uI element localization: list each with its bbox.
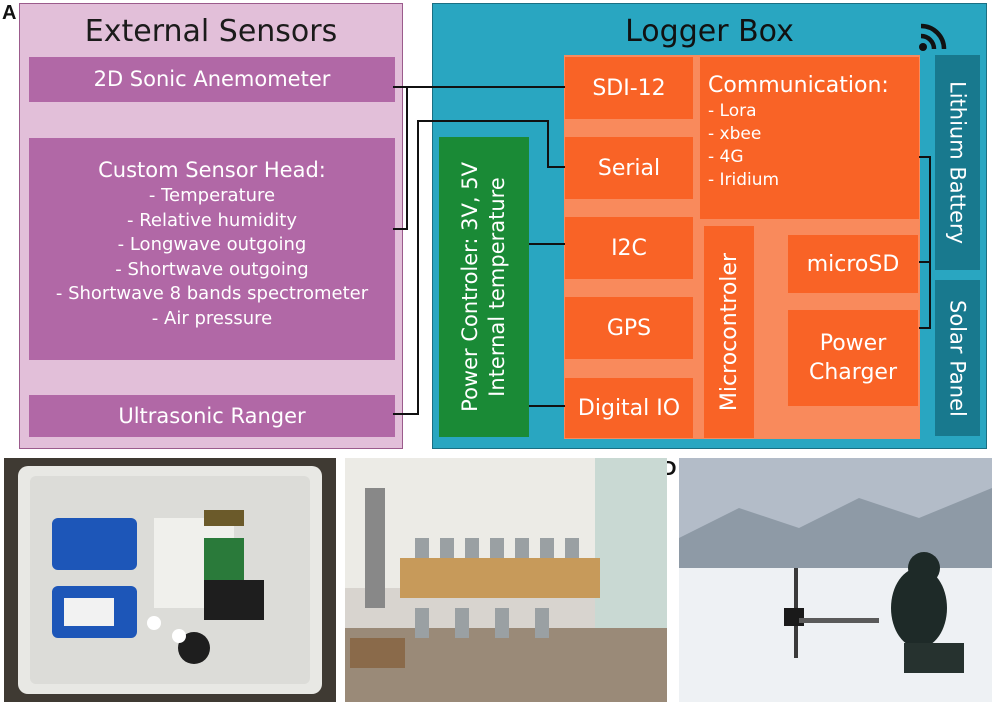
power-charger-label-line2: Charger bbox=[809, 360, 897, 385]
lithium-battery-module: Lithium Battery bbox=[935, 55, 980, 270]
external-sensors-panel: External Sensors 2D Sonic Anemometer Cus… bbox=[19, 3, 403, 449]
gps-module: GPS bbox=[565, 297, 693, 359]
external-sensors-title: External Sensors bbox=[84, 14, 338, 49]
serial-module: Serial bbox=[565, 137, 693, 199]
ultrasonic-ranger-label: Ultrasonic Ranger bbox=[118, 404, 306, 428]
power-controller-line1: Power Controler: 3V, 5V bbox=[458, 162, 482, 412]
panel-letter-a: A bbox=[2, 2, 17, 24]
sonic-anemometer-label: 2D Sonic Anemometer bbox=[93, 67, 331, 91]
sensor-head-item: - Air pressure bbox=[151, 307, 273, 329]
photo-field-station bbox=[679, 458, 992, 702]
microcontroller-label: Microcontroler bbox=[716, 252, 742, 412]
logger-box-title: Logger Box bbox=[625, 14, 794, 49]
power-controller-line2: Internal temperature bbox=[485, 177, 509, 397]
power-controller-module: Power Controler: 3V, 5V Internal tempera… bbox=[439, 137, 529, 437]
lithium-battery-label: Lithium Battery bbox=[945, 80, 970, 245]
sdi12-label: SDI-12 bbox=[592, 75, 666, 101]
serial-label: Serial bbox=[597, 155, 661, 181]
photo-logger-interior bbox=[4, 458, 336, 702]
wifi-icon bbox=[918, 22, 950, 52]
gps-label: GPS bbox=[606, 315, 652, 341]
i2c-module: I2C bbox=[565, 217, 693, 279]
power-charger-label-line1: Power bbox=[819, 331, 887, 356]
sdi12-module: SDI-12 bbox=[565, 57, 693, 119]
communication-module: Communication: - Lora - xbee - 4G - Irid… bbox=[700, 57, 919, 219]
ultrasonic-ranger-box: Ultrasonic Ranger bbox=[29, 395, 395, 437]
sensor-head-item: - Longwave outgoing bbox=[117, 234, 307, 255]
sensor-head-title: Custom Sensor Head: bbox=[98, 158, 326, 182]
microsd-label: microSD bbox=[806, 251, 900, 277]
communication-title: Communication: bbox=[708, 73, 889, 98]
microsd-module: microSD bbox=[788, 235, 918, 293]
solar-panel-module: Solar Panel bbox=[935, 280, 980, 436]
microcontroller-module: Microcontroler bbox=[704, 226, 754, 438]
sensor-head-item: - Relative humidity bbox=[126, 209, 297, 231]
sensor-head-item: - Shortwave outgoing bbox=[115, 258, 309, 280]
i2c-label: I2C bbox=[611, 235, 647, 261]
sensor-head-item: - Temperature bbox=[148, 185, 276, 206]
digital-io-label: Digital IO bbox=[577, 395, 681, 421]
communication-item: - 4G bbox=[708, 147, 744, 167]
communication-item: - xbee bbox=[708, 124, 762, 144]
custom-sensor-head-box: Custom Sensor Head: - Temperature - Rela… bbox=[29, 138, 395, 360]
communication-item: - Iridium bbox=[708, 170, 780, 190]
photo-stations-table bbox=[345, 458, 667, 702]
communication-item: - Lora bbox=[708, 101, 757, 121]
sensor-head-item: - Shortwave 8 bands spectrometer bbox=[55, 283, 369, 304]
digital-io-module: Digital IO bbox=[565, 378, 693, 438]
power-charger-module: Power Charger bbox=[788, 310, 918, 406]
sonic-anemometer-box: 2D Sonic Anemometer bbox=[29, 57, 395, 102]
solar-panel-label: Solar Panel bbox=[945, 299, 970, 417]
